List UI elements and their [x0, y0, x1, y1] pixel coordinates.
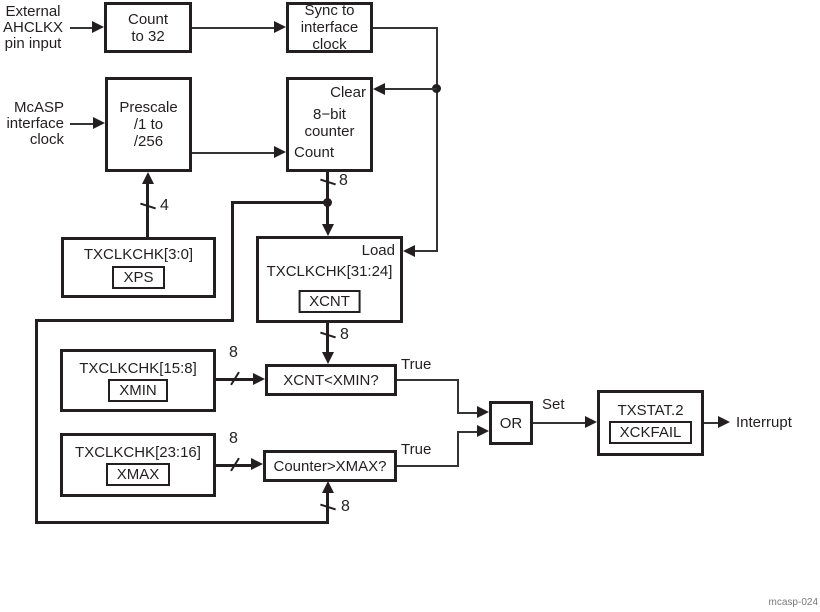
wire-branch-left — [35, 319, 234, 322]
wire-txstat-to-interrupt — [704, 422, 719, 424]
arrowhead-into-cmpmin — [253, 373, 265, 385]
wire-true-min-h1 — [397, 379, 459, 381]
wire-sync-out — [373, 27, 437, 29]
wire-mcasp-to-prescale — [70, 123, 94, 125]
sync-to-interface-clock-block: Sync to interface clock — [286, 2, 373, 53]
wire-true-max-h2 — [457, 431, 478, 433]
arrowhead-into-counter-count — [274, 146, 286, 158]
xmin-register-box: XMIN — [108, 378, 168, 402]
xmin-field-label: TXCLKCHK[15:8] — [79, 359, 197, 377]
true-max-label: True — [401, 441, 432, 458]
wire-true-max-v — [457, 432, 459, 466]
wire-to-xcnt-load — [415, 250, 437, 252]
xmax-register-box: XMAX — [105, 463, 171, 486]
txclkchk-xps-block: TXCLKCHK[3:0] XPS — [61, 237, 216, 298]
xps-register-box: XPS — [112, 266, 165, 289]
wire-true-min-v — [457, 379, 459, 413]
wire-to-counter-clear — [385, 88, 437, 90]
xmax-field-label: TXCLKCHK[23:16] — [75, 444, 201, 461]
arrowhead-into-xcnt-load — [403, 245, 415, 257]
bus-width-8-xcnt-label: 8 — [340, 326, 349, 343]
arrowhead-into-cmpmax-bottom — [322, 481, 334, 493]
interrupt-label: Interrupt — [736, 414, 792, 431]
xcnt-load-port-label: Load — [361, 242, 395, 259]
bus-width-8-feedback-label: 8 — [341, 498, 350, 515]
counter-count-port-label: Count — [294, 144, 335, 161]
arrowhead-into-cmpmin-top — [322, 352, 334, 364]
counter-clear-port-label: Clear — [330, 84, 366, 101]
arrowhead-into-sync — [274, 21, 286, 33]
bus-width-8-xmax-label: 8 — [229, 430, 238, 447]
true-min-label: True — [401, 356, 432, 373]
bus-width-4-label: 4 — [160, 197, 169, 214]
wire-xcnt-out — [326, 323, 329, 354]
counter-name-label: 8−bit counter — [304, 106, 355, 140]
wire-branch-down2 — [35, 319, 38, 524]
txstat-block: TXSTAT.2 XCKFAIL — [597, 390, 704, 456]
or-gate: OR — [489, 401, 533, 445]
arrowhead-into-txstat — [585, 416, 597, 428]
xcnt-register-box: XCNT — [298, 290, 361, 313]
arrowhead-into-prescale-bottom — [142, 172, 154, 184]
arrowhead-into-xcnt-top — [322, 224, 334, 236]
wire-feedback-vertical — [436, 27, 438, 252]
txclkchk-xmin-block: TXCLKCHK[15:8] XMIN — [60, 349, 216, 412]
xcnt-load-block: Load TXCLKCHK[31:24] XCNT — [256, 236, 403, 323]
wire-branch-top — [231, 201, 328, 204]
arrowhead-interrupt — [718, 416, 730, 428]
external-ahclkx-input-label: External AHCLKX pin input — [2, 3, 64, 52]
arrowhead-into-or-top — [477, 406, 489, 418]
figure-caption: mcasp-024 — [768, 597, 818, 608]
arrowhead-into-prescale — [93, 117, 105, 129]
arrowhead-into-count32 — [92, 21, 104, 33]
prescale-block: Prescale /1 to /256 — [105, 77, 192, 172]
counter-block: Clear 8−bit counter Count — [286, 77, 373, 172]
wire-branch-down1 — [231, 201, 234, 321]
wire-xps-to-prescale — [146, 183, 149, 237]
wire-count32-to-sync — [192, 27, 275, 29]
xcnt-less-than-xmin-comparator: XCNT<XMIN? — [265, 364, 397, 396]
arrowhead-into-or-bottom — [477, 425, 489, 437]
set-label: Set — [542, 396, 565, 413]
wire-external-to-count32 — [70, 27, 94, 29]
txclkchk-xmax-block: TXCLKCHK[23:16] XMAX — [60, 433, 216, 497]
arrowhead-into-cmpmax — [251, 458, 263, 470]
wire-true-max-h1 — [397, 465, 459, 467]
xckfail-register-box: XCKFAIL — [608, 421, 693, 444]
wire-or-to-txstat — [533, 422, 586, 424]
count-to-32-block: Count to 32 — [104, 2, 192, 53]
bus-width-8-counter-label: 8 — [339, 172, 348, 189]
bus-width-8-xmin-label: 8 — [229, 344, 238, 361]
wire-branch-bottom — [35, 521, 329, 524]
xcnt-field-label: TXCLKCHK[31:24] — [266, 263, 393, 280]
xps-field-label: TXCLKCHK[3:0] — [83, 246, 194, 263]
counter-greater-than-xmax-comparator: Counter>XMAX? — [263, 450, 397, 482]
wire-true-min-h2 — [457, 412, 478, 414]
mcasp-interface-clock-label: McASP interface clock — [6, 99, 64, 148]
txstat-field-label: TXSTAT.2 — [617, 402, 684, 419]
arrowhead-into-counter-clear — [373, 83, 385, 95]
wire-prescale-to-count — [192, 152, 275, 154]
